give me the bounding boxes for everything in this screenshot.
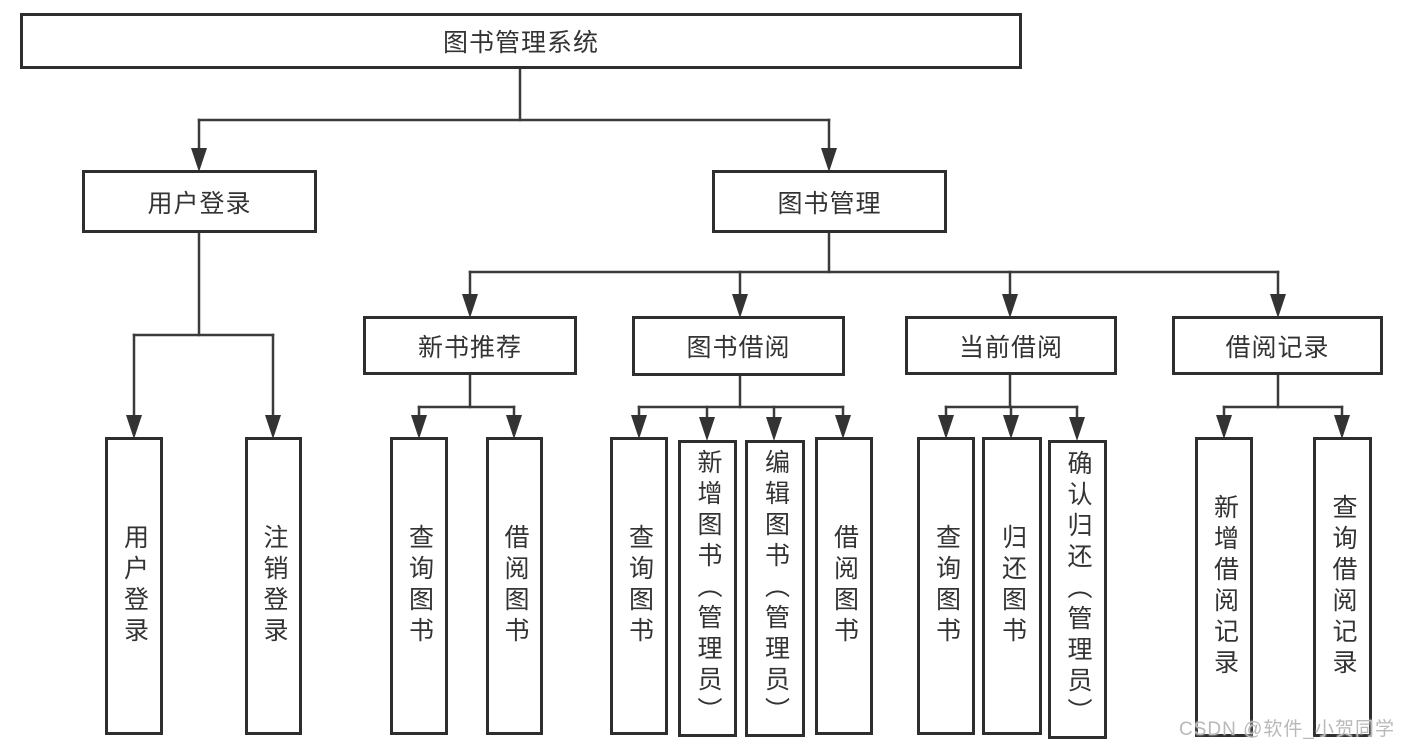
leaf-nb-query-books: 查询图书	[390, 437, 448, 735]
leaf-cb-confirm-return-label: 确认归还（管理员）	[1064, 450, 1092, 729]
csdn-watermark: CSDN @软件_小贺同学	[1179, 719, 1395, 740]
leaf-nb-query-books-label: 查询图书	[405, 524, 434, 648]
node-current-borrowing: 当前借阅	[905, 316, 1117, 375]
leaf-bb-edit-books-label: 编辑图书（管理员）	[761, 449, 790, 728]
leaf-br-add-record: 新增借阅记录	[1195, 437, 1253, 737]
node-user-login-label: 用户登录	[147, 189, 252, 218]
leaf-cb-return-books-label: 归还图书	[998, 524, 1027, 648]
node-book-management: 图书管理	[712, 170, 947, 233]
leaf-cb-return-books: 归还图书	[982, 437, 1042, 735]
node-root-label: 图书管理系统	[442, 29, 599, 57]
leaf-bb-add-books-label: 新增图书（管理员）	[694, 449, 722, 728]
leaf-bb-borrow-books: 借阅图书	[815, 437, 873, 735]
leaf-br-query-record-label: 查询借阅记录	[1329, 494, 1357, 680]
leaf-user-login: 用户登录	[105, 437, 163, 735]
leaf-bb-query-books-label: 查询图书	[625, 524, 654, 648]
node-borrowing-records-label: 借阅记录	[1225, 333, 1330, 362]
node-book-borrowing: 图书借阅	[632, 316, 845, 376]
leaf-bb-edit-books: 编辑图书（管理员）	[745, 440, 805, 737]
node-current-borrowing-label: 当前借阅	[958, 333, 1063, 362]
leaf-cb-query-books: 查询图书	[917, 437, 975, 735]
leaf-nb-borrow-books: 借阅图书	[486, 437, 543, 735]
node-book-management-label: 图书管理	[777, 189, 882, 218]
node-borrowing-records: 借阅记录	[1172, 316, 1383, 375]
leaf-logout: 注销登录	[245, 437, 302, 735]
leaf-cb-query-books-label: 查询图书	[932, 524, 961, 648]
leaf-br-add-record-label: 新增借阅记录	[1210, 494, 1239, 680]
node-book-borrowing-label: 图书借阅	[686, 334, 791, 362]
leaf-logout-label: 注销登录	[260, 524, 288, 648]
leaf-bb-add-books: 新增图书（管理员）	[678, 440, 737, 737]
leaf-user-login-label: 用户登录	[120, 524, 149, 648]
leaf-br-query-record: 查询借阅记录	[1313, 437, 1372, 737]
node-user-login: 用户登录	[82, 170, 317, 233]
leaf-nb-borrow-books-label: 借阅图书	[501, 524, 529, 648]
leaf-bb-borrow-books-label: 借阅图书	[830, 524, 859, 648]
leaf-bb-query-books: 查询图书	[610, 437, 668, 735]
node-new-book-recommend: 新书推荐	[363, 316, 577, 375]
node-root: 图书管理系统	[20, 13, 1022, 69]
leaf-cb-confirm-return: 确认归还（管理员）	[1048, 440, 1107, 739]
node-new-book-recommend-label: 新书推荐	[417, 333, 522, 362]
